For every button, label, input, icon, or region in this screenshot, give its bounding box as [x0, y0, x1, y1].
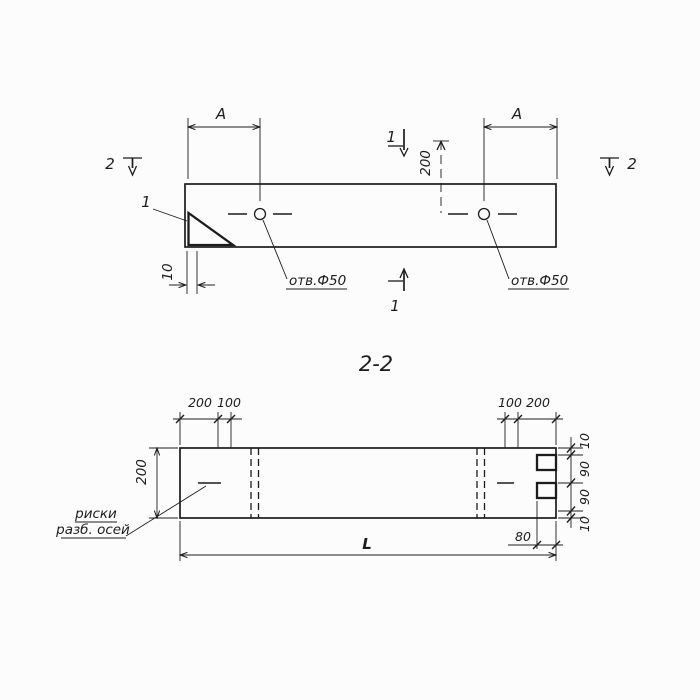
dimension-tick	[532, 540, 542, 550]
dimension-tick	[566, 450, 576, 460]
dimension-tick	[213, 414, 223, 424]
dimension-text: 90	[577, 489, 592, 505]
hole-label-left: отв.Ф50	[262, 219, 347, 290]
dimension-text: 80	[515, 529, 531, 544]
dimension-text: 10	[577, 433, 592, 449]
hole-left	[228, 207, 292, 221]
dimension-text: 10	[577, 516, 592, 532]
dimension-tick	[226, 414, 236, 424]
dimension-text: 10	[160, 263, 176, 280]
leader-line	[152, 208, 188, 222]
dimension-tick	[551, 414, 561, 424]
section-number: 2	[105, 155, 115, 173]
dimension-tick	[566, 478, 576, 488]
dimension-text: 200	[188, 395, 212, 410]
dimension-text: A	[215, 105, 226, 123]
dim-80: 80	[508, 501, 563, 561]
hole-circle	[477, 207, 491, 221]
leader-line	[262, 219, 288, 280]
notch-upper	[535, 453, 558, 472]
hole-label: отв.Ф50	[511, 273, 568, 289]
hole-label-right: отв.Ф50	[486, 219, 569, 290]
section-title: 2-2	[359, 352, 393, 376]
dimension-tick	[551, 540, 561, 550]
axis-label-line2: разб. осей	[55, 522, 130, 538]
section-mark-1-bottom: 1	[388, 267, 409, 315]
dimension-text: 100	[498, 395, 522, 410]
dimension-text: 200	[526, 395, 550, 410]
section-number: 1	[386, 128, 396, 146]
section-mark-1-top: 1	[386, 128, 409, 158]
notch-lower	[535, 481, 558, 500]
section-mark-2-left: 2	[105, 155, 142, 177]
dimension-text: 100	[217, 395, 241, 410]
detail-number: 1	[141, 193, 151, 211]
leader-line	[486, 219, 510, 280]
dimension-text: L	[362, 535, 372, 553]
axis-label-line1: риски	[74, 506, 117, 522]
plan-view: 1 A A 1 1	[105, 105, 637, 315]
dimension-tick	[500, 414, 510, 424]
dimension-tick	[175, 414, 185, 424]
dim-a-left: A	[188, 105, 260, 201]
dims-right-chain: 10 90 90 10	[558, 433, 592, 532]
hole-circle	[253, 207, 267, 221]
dimension-text: A	[511, 105, 522, 123]
dim-left-200: 200	[134, 448, 178, 518]
section-arrow-down	[604, 165, 615, 177]
axis-marks-callout: риски разб. осей	[55, 485, 207, 539]
dims-top-right: 100 200	[497, 395, 563, 448]
dimension-text: 200	[418, 150, 434, 176]
dimension-text: 200	[134, 459, 150, 485]
beam-outline	[184, 183, 557, 248]
hole-right	[448, 207, 517, 221]
section-number: 1	[390, 297, 400, 315]
section-number: 2	[627, 155, 637, 173]
section-arrow-down	[399, 147, 409, 158]
section-arrow-up	[399, 267, 409, 279]
dimension-tick	[566, 506, 576, 516]
section-arrow-down	[127, 165, 138, 177]
dim-10: 10	[160, 251, 215, 294]
dim-overall-length: L	[180, 521, 556, 561]
dim-a-right: A	[484, 105, 557, 201]
corner-plate-detail	[187, 210, 237, 247]
dimension-text: 90	[577, 461, 592, 477]
dimension-tick	[566, 443, 576, 453]
section-view: 200 100 100 200 200	[55, 395, 592, 561]
leader-line	[125, 485, 207, 537]
section-mark-2-right: 2	[600, 155, 637, 177]
arrow-up	[436, 139, 446, 151]
hole-label: отв.Ф50	[289, 273, 346, 289]
dimension-tick	[566, 513, 576, 523]
dimension-tick	[513, 414, 523, 424]
dims-top-left: 200 100	[173, 395, 242, 448]
dim-200-vertical: 200	[418, 139, 449, 213]
detail-callout-1: 1	[141, 193, 188, 222]
